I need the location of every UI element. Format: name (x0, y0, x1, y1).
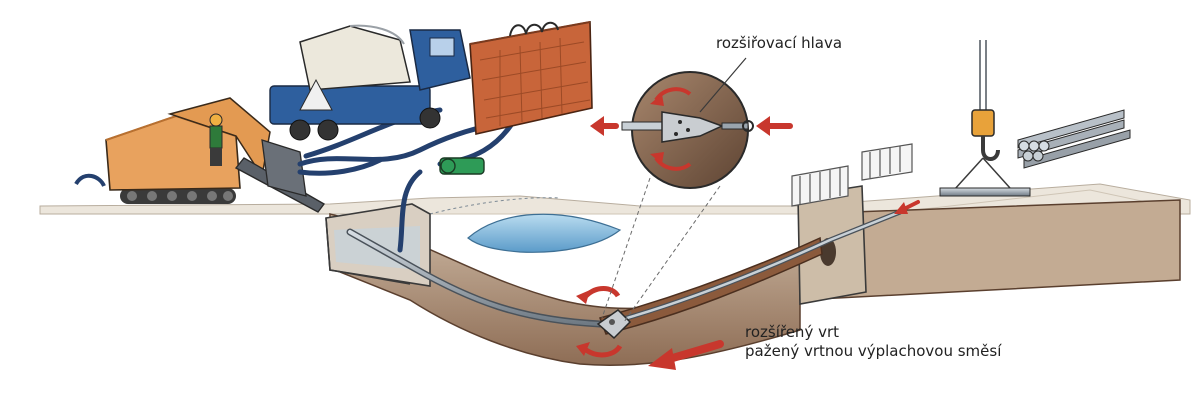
direction-arrow-icon (648, 340, 724, 370)
reamer-head-label: rozšiřovací hlava (716, 34, 843, 52)
mixing-truck-icon (269, 24, 471, 141)
crane-hook-icon (939, 40, 1031, 197)
drill-rig-icon (74, 97, 326, 213)
worker-icon (209, 113, 223, 166)
reamer-label-leader (699, 57, 747, 113)
direction-arrow-icon (756, 116, 793, 136)
pump-icon (439, 157, 485, 175)
reamer-head-icon (596, 309, 632, 340)
enlarged-bore-label-line2: pažený vrtnou výplachovou směsí (745, 342, 1002, 360)
enlarged-bore-label: rozšířený vrt pažený vrtnou výplachovou … (745, 323, 1001, 361)
pipe-stack-icon (1017, 109, 1131, 169)
direction-arrow-icon (894, 200, 920, 214)
rotation-arrow-icon (576, 286, 623, 358)
enlarged-bore-label-line1: rozšířený vrt (745, 323, 840, 341)
direction-arrow-icon (590, 116, 619, 136)
river-water (429, 197, 622, 253)
fence-icon (791, 143, 913, 207)
drill-pipe-string (346, 209, 903, 328)
mud-container-icon (469, 21, 593, 135)
reamer-detail-circle (601, 71, 754, 323)
